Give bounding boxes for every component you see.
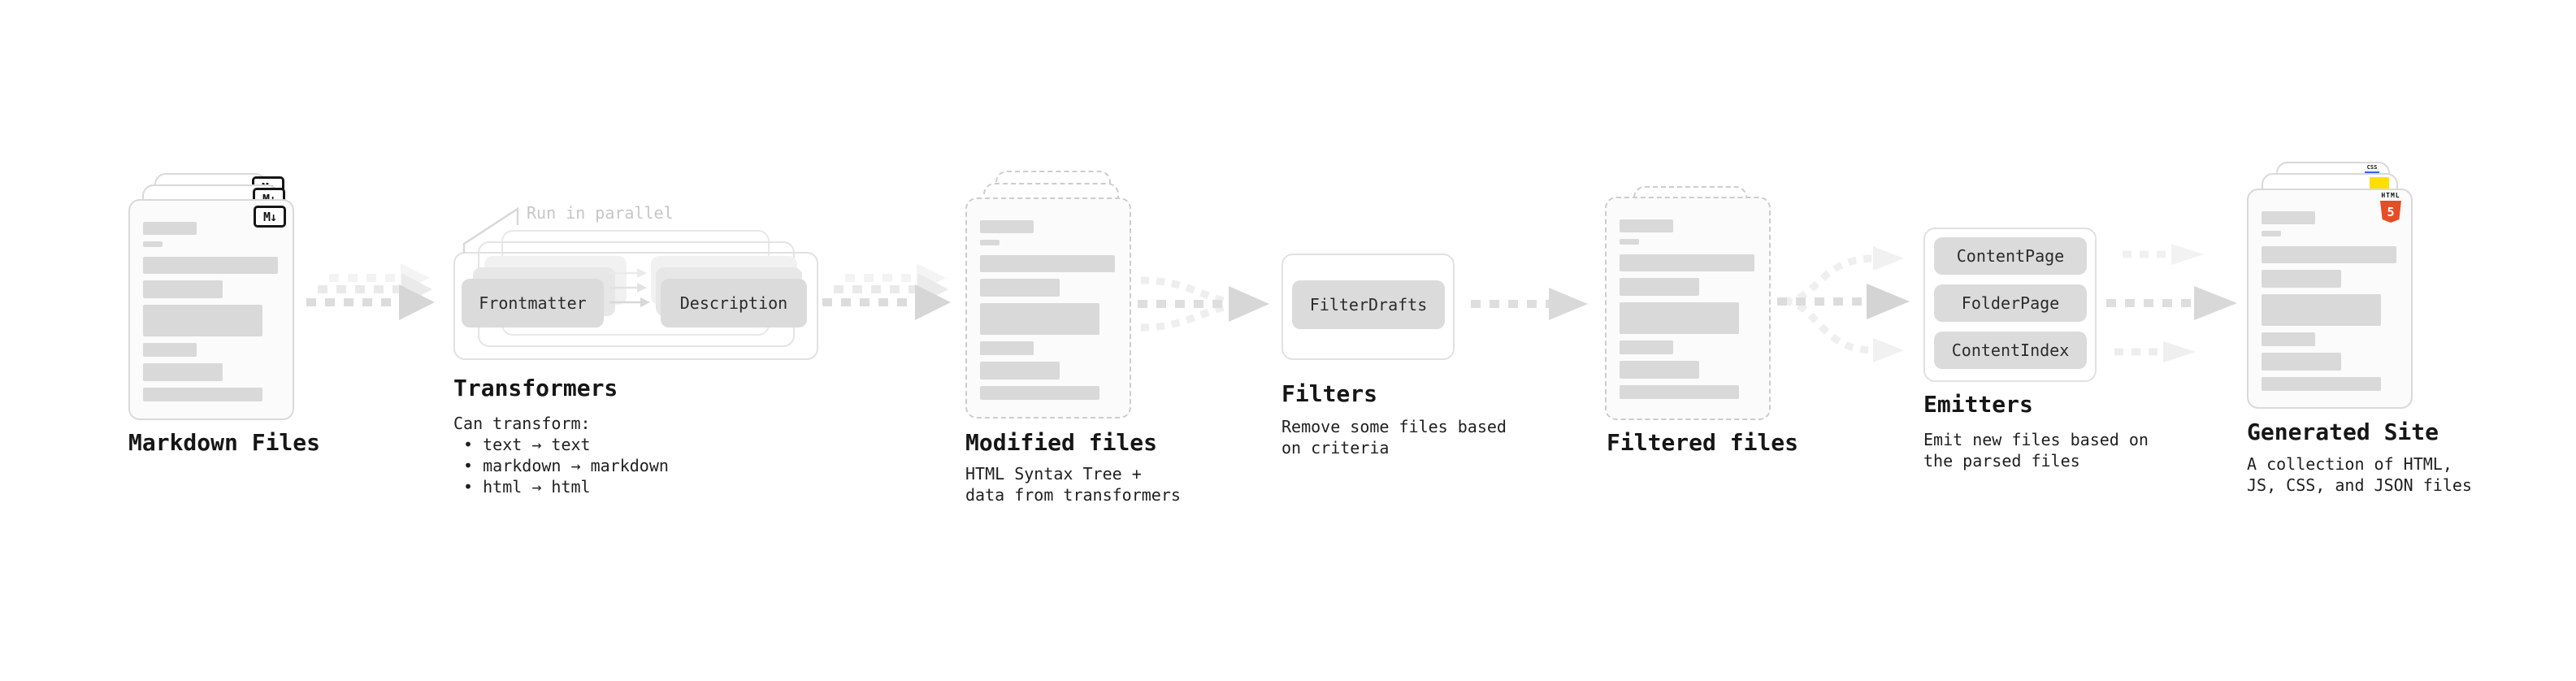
text-line-bar [2262,353,2341,371]
text-line-bar [980,220,1034,233]
text-line-bar [143,343,197,357]
transformer-description-box: Description [661,279,807,327]
filters-container [1281,254,1455,360]
text-line-bar [143,222,197,235]
callout-leader-line [462,206,519,254]
file-card [1605,197,1771,420]
node-title: Markdown Files [128,429,321,456]
emitter-contentindex-box: ContentIndex [1934,332,2087,369]
text-line-bar [143,388,262,401]
text-line-bar [2262,294,2381,326]
flow-arrow-emitter-top [2123,244,2204,265]
emitters-container [1923,228,2097,382]
text-line-bar [2262,211,2315,224]
filter-filterdrafts-box: FilterDrafts [1292,280,1445,329]
text-line-bar [980,279,1060,297]
text-line-bar [143,280,223,298]
node-description: Emit new files based on the parsed files [1923,430,2149,471]
node-title: Generated Site [2247,419,2439,445]
transformer-frontmatter-box: Frontmatter [462,279,604,327]
text-line-bar [1620,278,1699,296]
css-icon-underline [2365,171,2379,174]
emitter-contentpage-box: ContentPage [1934,237,2087,275]
text-line-bar [1620,239,1639,245]
parallel-mini-arrows [609,268,650,307]
html5-icon-shield: 5 [2380,201,2401,223]
run-in-parallel-label: Run in parallel [527,203,674,223]
text-line-bar [2262,332,2315,346]
text-line-bar [1620,361,1699,379]
transformers-container [453,252,818,360]
text-line-bar [1620,254,1754,271]
text-line-bar [980,303,1099,335]
text-line-bar [1620,219,1673,232]
markdown-icon: M↓ [254,206,286,228]
css-icon-label: CSS [2366,164,2378,171]
node-description: HTML Syntax Tree + data from transformer… [965,464,1181,505]
text-line-bar [980,255,1115,272]
node-title: Transformers [453,375,618,401]
flow-arrow-emitter-middle [2106,286,2237,320]
flow-arrow-filters-to-filtered [1471,288,1588,320]
text-line-bar [980,362,1060,380]
text-line-bar [2262,231,2281,236]
text-line-bar [980,386,1099,400]
flow-arrow-transformers-to-modified [822,263,951,320]
text-line-bar [143,363,223,381]
text-line-bar [143,305,262,336]
flow-arrow-filtered-to-emitters [1777,246,1910,362]
html5-icon-label: HTML [2381,192,2400,199]
node-description: A collection of HTML, JS, CSS, and JSON … [2247,454,2472,495]
text-line-bar [2262,270,2341,288]
flow-arrow-emitter-bottom [2114,341,2196,362]
text-line-bar [1620,340,1673,354]
emitter-folderpage-box: FolderPage [1934,284,2087,322]
js-icon [2370,177,2389,192]
text-line-bar [1620,385,1739,399]
text-line-bar [980,240,1000,245]
node-title: Emitters [1923,391,2033,418]
text-line-bar [980,341,1034,355]
css-icon: CSS [2363,164,2381,174]
node-title: Filters [1281,380,1378,407]
node-description: Remove some files based on criteria [1281,417,1507,458]
node-description: Can transform: • text → text • markdown … [453,414,669,497]
text-line-bar [143,241,163,247]
text-line-bar [2262,246,2396,263]
node-title: Modified files [965,429,1158,456]
node-title: Filtered files [1607,429,1799,456]
file-card [128,199,294,420]
file-card [965,197,1131,419]
flow-arrow-markdown-to-transformers [306,263,435,320]
text-line-bar [2262,377,2381,391]
flow-arrow-modified-to-filters [1138,276,1269,332]
file-card [2247,189,2413,409]
html5-icon: HTML 5 [2379,192,2402,223]
text-line-bar [143,257,278,274]
text-line-bar [1620,302,1739,334]
